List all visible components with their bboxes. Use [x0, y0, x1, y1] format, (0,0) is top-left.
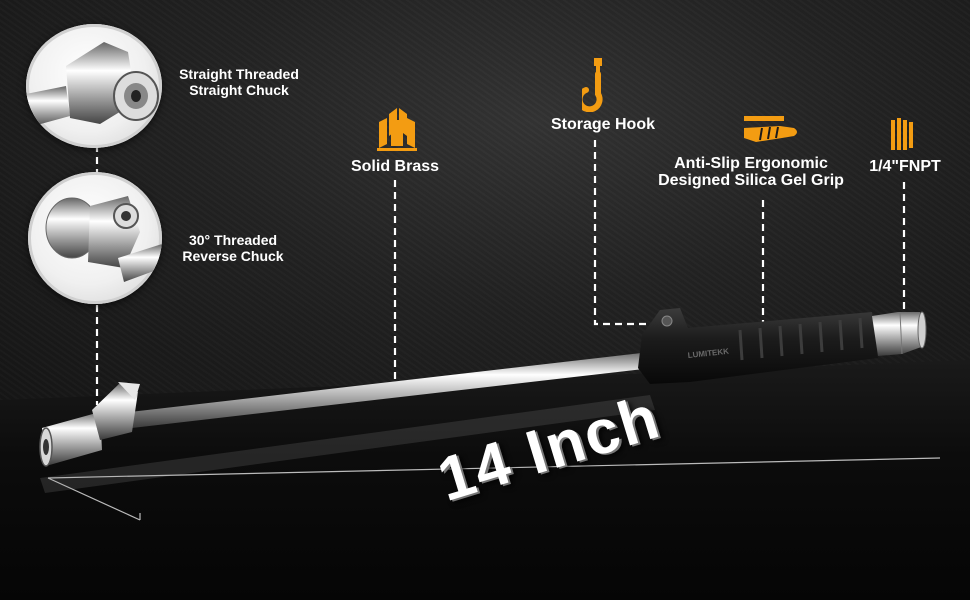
straight-chuck-line2: Straight Chuck	[189, 82, 289, 98]
hook-icon	[582, 58, 603, 112]
gauge-reflection	[40, 395, 655, 493]
thread-fitting-icon	[891, 118, 913, 150]
chrome-rod	[130, 352, 652, 428]
fnpt-label: 1/4"FNPT	[869, 158, 941, 175]
grip-brand-mark: LUMITEKK	[687, 347, 729, 360]
solid-brass-label: Solid Brass	[350, 158, 440, 175]
dual-head-chuck	[39, 382, 140, 467]
grip-label: Anti-Slip Ergonomic Designed Silica Gel …	[643, 155, 859, 189]
brass-rods-icon	[377, 108, 417, 151]
floor-surface	[0, 360, 970, 600]
straight-chuck-label: Straight Threaded Straight Chuck	[166, 66, 312, 98]
grip-line2: Designed Silica Gel Grip	[658, 172, 844, 189]
reverse-chuck-closeup-icon	[45, 196, 162, 282]
straight-chuck-detail	[26, 24, 162, 148]
storage-hook-label: Storage Hook	[550, 116, 655, 133]
measurement-line	[47, 457, 941, 521]
grip-line1: Anti-Slip Ergonomic	[674, 155, 828, 172]
silica-gel-grip	[638, 308, 878, 384]
grip-hand-icon	[744, 116, 797, 142]
reverse-chuck-line1: 30° Threaded	[188, 232, 278, 248]
reverse-chuck-label: 30° Threaded Reverse Chuck	[170, 232, 296, 264]
leader-lines	[95, 140, 906, 405]
straight-chuck-closeup-icon	[26, 42, 159, 128]
straight-chuck-line1: Straight Threaded	[179, 66, 299, 82]
reverse-chuck-line2: Reverse Chuck	[182, 248, 284, 264]
fnpt-fitting	[872, 311, 927, 356]
reverse-chuck-detail	[28, 172, 162, 304]
